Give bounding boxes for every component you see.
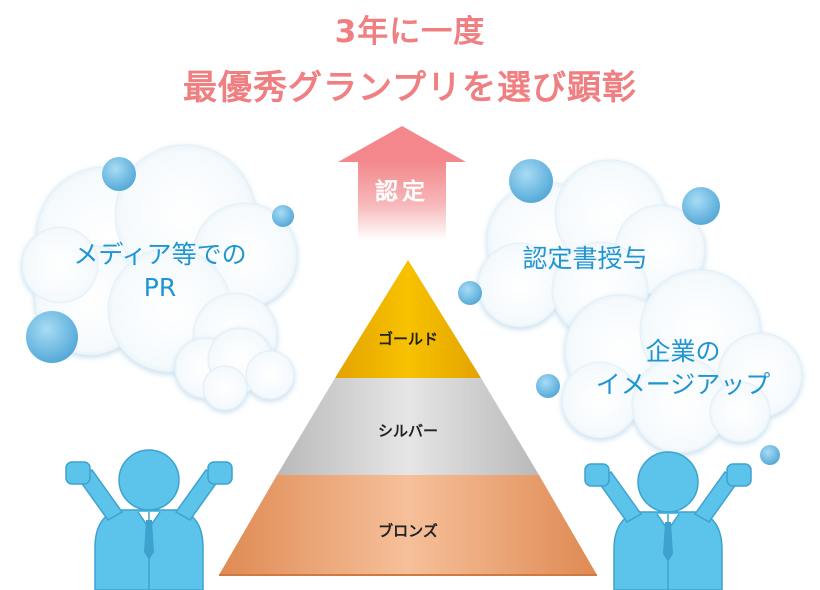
cloud-right-top-text: 認定書授与 bbox=[480, 242, 690, 275]
certification-label: 認定 bbox=[375, 179, 429, 205]
bubble-dot bbox=[272, 205, 294, 227]
tier-silver-label: シルバー bbox=[377, 422, 438, 440]
person-right-icon bbox=[584, 451, 752, 590]
tier-silver bbox=[277, 378, 539, 475]
bubble-dot bbox=[682, 187, 720, 225]
tier-bronze bbox=[219, 475, 597, 575]
cloud-left-small bbox=[174, 327, 295, 411]
cloud-left-text: メディア等での PR bbox=[45, 238, 275, 304]
cloud-left bbox=[21, 144, 298, 378]
person-left-icon bbox=[65, 449, 233, 590]
cloud-right-bottom-line-2: イメージアップ bbox=[595, 370, 771, 399]
cloud-left-line-1: メディア等での bbox=[73, 240, 247, 269]
decorative-bubbles bbox=[26, 157, 780, 465]
cloud-left-line-2: PR bbox=[143, 273, 177, 302]
cloud-right-bottom-text: 企業の イメージアップ bbox=[568, 335, 798, 401]
cloud-right-bottom bbox=[561, 269, 803, 454]
bubble-dot bbox=[760, 445, 780, 465]
tier-gold bbox=[335, 260, 481, 378]
certification-arrow bbox=[338, 126, 466, 240]
bubble-dot bbox=[536, 374, 560, 398]
tier-bronze-label: ブロンズ bbox=[378, 522, 438, 540]
headline-line-2: 最優秀グランプリを選び顕彰 bbox=[183, 68, 637, 108]
cloud-right-bottom-line-1: 企業の bbox=[645, 337, 721, 366]
headline-line-1: 3年に一度 bbox=[334, 14, 486, 50]
cloud-right-top-line: 認定書授与 bbox=[522, 244, 648, 273]
bubble-dot bbox=[26, 311, 78, 363]
bubble-dot bbox=[509, 159, 553, 203]
tier-gold-label: ゴールド bbox=[377, 330, 438, 348]
award-pyramid bbox=[219, 260, 597, 576]
bubble-dot bbox=[102, 157, 136, 191]
bubble-dot bbox=[458, 281, 482, 305]
